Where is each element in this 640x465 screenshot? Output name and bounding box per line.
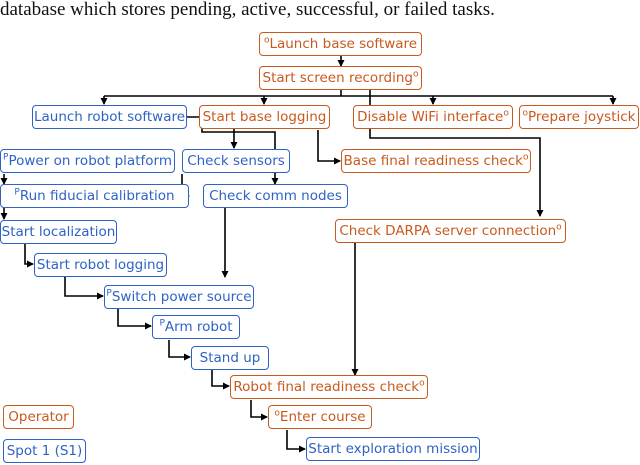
arrow-stand-up-to-robot-final [211, 370, 230, 390]
node-label: Start localization [1, 224, 116, 240]
post-marker: o [412, 69, 419, 80]
arrow-localization-to-robot-logging [24, 244, 34, 268]
node-launch-robot-software: Launch robot software [32, 105, 187, 129]
legend-operator: Operator [3, 405, 74, 429]
post-marker: o [522, 152, 529, 163]
node-start-robot-logging: Start robot logging [34, 253, 167, 277]
node-prepare-joystick: oPrepare joystick [519, 105, 639, 129]
node-label: Arm robot [164, 319, 233, 335]
node-run-fiducial: PRun fiducial calibration [0, 184, 189, 208]
node-label: Prepare joystick [528, 109, 636, 125]
post-marker: o [503, 108, 509, 119]
pre-marker: P [106, 288, 112, 299]
node-label: Switch power source [111, 289, 252, 305]
node-disable-wifi: Disable WiFi interfaceo [353, 105, 513, 129]
arrow-arm-to-stand-up [168, 340, 191, 361]
node-start-localization: Start localization [0, 220, 117, 244]
node-base-final-readiness: Base final readiness checko [341, 149, 531, 173]
node-label: Robot final readiness check [233, 379, 420, 395]
node-label: Start screen recording [262, 70, 413, 86]
node-label: Stand up [199, 350, 261, 366]
arrow-robot-final-to-enter [250, 400, 268, 421]
node-label: Check DARPA server connection [339, 223, 557, 239]
node-label: Check sensors [187, 153, 285, 169]
arrow-robot-logging-to-switch [64, 277, 104, 300]
node-start-base-logging: Start base logging [199, 105, 330, 129]
arrow-switch-to-arm [117, 309, 152, 330]
caption-text: database which stores pending, active, s… [0, 0, 495, 20]
node-check-darpa: Check DARPA server connectiono [335, 219, 566, 243]
pre-marker: P [3, 152, 9, 163]
node-check-comm-nodes: Check comm nodes [203, 184, 348, 208]
post-marker: o [556, 222, 562, 233]
node-label: Launch base software [269, 36, 418, 52]
node-label: Enter course [279, 409, 366, 425]
node-label: Check comm nodes [209, 188, 342, 204]
pre-marker: P [159, 318, 165, 329]
node-start-screen-recording: Start screen recordingo [259, 66, 422, 90]
node-stand-up: Stand up [191, 346, 269, 370]
node-label: Launch robot software [33, 109, 186, 125]
pre-marker: o [522, 108, 529, 119]
node-label: Disable WiFi interface [357, 109, 504, 125]
node-label: Run fiducial calibration [19, 188, 175, 204]
node-label: Base final readiness check [343, 153, 523, 169]
node-robot-final-readiness: Robot final readiness checko [230, 375, 428, 399]
node-arm-robot: PArm robot [152, 315, 240, 339]
node-switch-power-source: PSwitch power source [104, 285, 254, 309]
pre-marker: o [263, 35, 270, 46]
pre-marker: o [274, 408, 280, 419]
post-marker: o [419, 378, 425, 389]
node-check-sensors: Check sensors [182, 149, 290, 173]
node-start-exploration: Start exploration mission [306, 437, 480, 461]
node-label: Start robot logging [36, 257, 165, 273]
legend-spot: Spot 1 (S1) [3, 439, 86, 463]
node-power-on-robot: PPower on robot platform [0, 149, 175, 173]
node-launch-base-software: oLaunch base software [259, 32, 422, 56]
node-label: Start base logging [202, 109, 327, 125]
node-enter-course: oEnter course [268, 405, 372, 429]
legend-operator-label: Operator [8, 409, 69, 425]
pre-marker: P [14, 187, 20, 198]
node-label: Power on robot platform [8, 153, 172, 169]
arrow-base-logging-to-final [317, 130, 341, 165]
legend-spot-label: Spot 1 (S1) [6, 443, 83, 459]
arrow-enter-to-exploration [286, 430, 306, 453]
node-label: Start exploration mission [308, 441, 478, 457]
